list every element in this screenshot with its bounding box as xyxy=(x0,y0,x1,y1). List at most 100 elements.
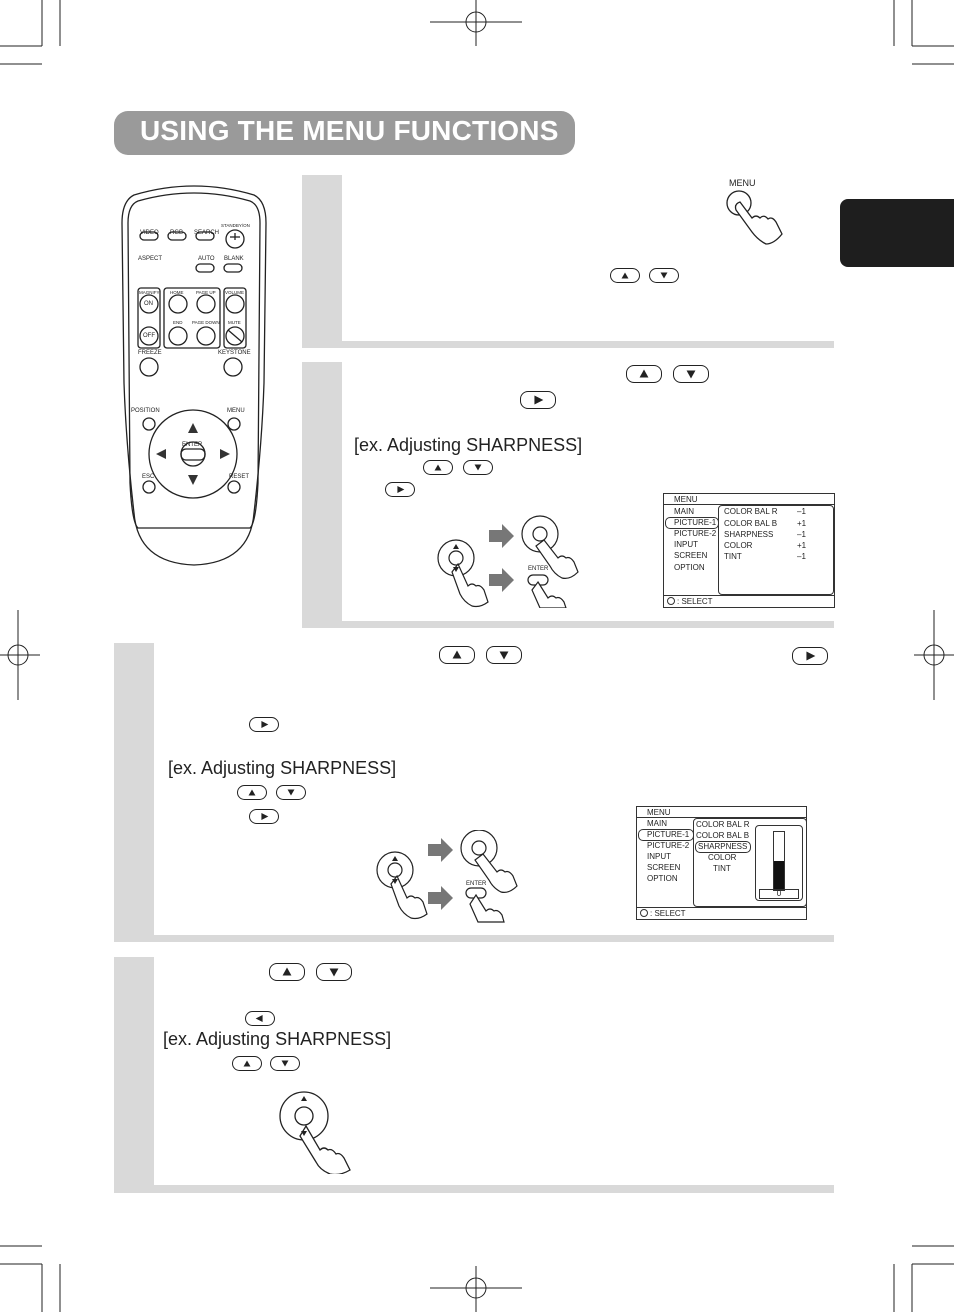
osd-item-screen: SCREEN xyxy=(674,551,708,560)
osd-sub-item: COLOR BAL B xyxy=(696,831,750,840)
up-arrow-button-icon xyxy=(610,268,640,283)
osd-gauge-fill xyxy=(774,861,784,890)
up-arrow-button-icon xyxy=(626,365,662,383)
down-arrow-button-icon xyxy=(316,963,352,981)
osd-sub-item: SHARPNESS xyxy=(698,842,748,851)
right-arrow-button-icon xyxy=(792,647,828,665)
remote-reset-label: RESET xyxy=(229,474,250,480)
osd-sub-item: COLOR BAL R xyxy=(696,820,750,829)
osd-sub-value: –1 xyxy=(797,530,806,539)
remote-aspect-label: ASPECT xyxy=(138,256,163,262)
remote-position-label: POSITION xyxy=(131,408,160,414)
osd-submenu-box xyxy=(718,505,834,595)
remote-on-label: ON xyxy=(144,301,153,307)
hand-press-cursor-illustration xyxy=(376,830,518,923)
enter-label: ENTER xyxy=(466,881,487,887)
down-arrow-button-icon xyxy=(649,268,679,283)
osd-gauge-track xyxy=(773,831,785,891)
osd-item-screen: SCREEN xyxy=(647,863,681,872)
remote-page-up-label: PAGE UP xyxy=(196,290,216,295)
up-arrow-button-icon xyxy=(423,460,453,475)
remote-page-down-label: PAGE DOWN xyxy=(192,320,220,325)
osd-sub-item: COLOR xyxy=(724,541,753,550)
osd-sub-value: –1 xyxy=(797,552,806,561)
osd-item-picture-1: PICTURE-1 xyxy=(674,518,717,527)
up-arrow-button-icon xyxy=(269,963,305,981)
osd-item-main: MAIN xyxy=(647,819,667,828)
remote-home-label: HOME xyxy=(170,290,184,295)
osd-sub-value: +1 xyxy=(797,541,807,550)
right-arrow-button-icon xyxy=(520,391,556,409)
osd-footer: : SELECT xyxy=(650,909,686,918)
remote-esc-label: ESC xyxy=(142,474,155,480)
osd-item-option: OPTION xyxy=(647,874,678,883)
step-4-example-label: [ex. Adjusting SHARPNESS] xyxy=(163,1029,392,1049)
osd-sub-value: –1 xyxy=(797,507,806,516)
osd-sub-item: SHARPNESS xyxy=(724,530,774,539)
remote-keystone-label: KEYSTONE xyxy=(218,350,251,356)
up-arrow-button-icon xyxy=(439,646,475,664)
left-arrow-button-icon xyxy=(245,1011,275,1026)
down-arrow-button-icon xyxy=(276,785,306,800)
osd-submenu-box xyxy=(693,818,807,907)
remote-video-label: VIDEO xyxy=(140,230,159,236)
select-icon xyxy=(640,909,648,917)
down-arrow-button-icon xyxy=(270,1056,300,1071)
down-arrow-button-icon xyxy=(463,460,493,475)
remote-end-label: END xyxy=(173,320,183,325)
remote-control-illustration xyxy=(121,185,267,566)
step-2-example-label: [ex. Adjusting SHARPNESS] xyxy=(354,435,583,455)
osd-header: MENU xyxy=(674,495,698,504)
right-arrow-button-icon xyxy=(385,482,415,497)
page-title-banner: USING THE MENU FUNCTIONS xyxy=(114,111,575,155)
remote-standby-label: STANDBY/ON xyxy=(221,223,250,228)
osd-menu-preview: MENU MAIN PICTURE-1 PICTURE-2 INPUT SCRE… xyxy=(663,493,835,608)
step-3-example-label: [ex. Adjusting SHARPNESS] xyxy=(168,758,397,778)
remote-menu-label: MENU xyxy=(227,408,245,414)
osd-item-input: INPUT xyxy=(647,852,671,861)
up-arrow-button-icon xyxy=(237,785,267,800)
osd-sub-item: TINT xyxy=(724,552,742,561)
enter-label: ENTER xyxy=(528,566,549,572)
down-arrow-button-icon xyxy=(673,365,709,383)
remote-off-label: OFF xyxy=(143,333,155,339)
step-4-panel xyxy=(114,957,834,1193)
page-title: USING THE MENU FUNCTIONS xyxy=(140,115,559,146)
osd-item-picture-1: PICTURE-1 xyxy=(647,830,690,839)
osd-gauge-frame xyxy=(755,825,803,901)
remote-search-label: SEARCH xyxy=(194,230,220,236)
hand-press-cursor-down-icon xyxy=(279,1091,351,1174)
osd-item-option: OPTION xyxy=(674,563,705,572)
up-arrow-button-icon xyxy=(232,1056,262,1071)
remote-magnify-label: MAGNIFY xyxy=(139,290,160,295)
select-icon xyxy=(667,597,675,605)
down-arrow-button-icon xyxy=(486,646,522,664)
remote-mute-label: MUTE xyxy=(228,320,241,325)
osd-sub-item: COLOR BAL R xyxy=(724,507,778,516)
osd-footer: : SELECT xyxy=(677,597,713,606)
section-tab-marker xyxy=(840,199,954,267)
right-arrow-button-icon xyxy=(249,809,279,824)
remote-enter-label: ENTER xyxy=(182,442,203,448)
remote-auto-label: AUTO xyxy=(198,256,215,262)
osd-sub-value: +1 xyxy=(797,519,807,528)
hand-press-cursor-illustration xyxy=(437,515,579,608)
osd-sub-highlight xyxy=(695,841,751,853)
osd-sub-item: COLOR xyxy=(708,853,737,862)
menu-button-label: MENU xyxy=(729,178,756,188)
hand-press-menu-icon xyxy=(726,190,783,245)
osd-item-input: INPUT xyxy=(674,540,698,549)
osd-sub-item: TINT xyxy=(713,864,731,873)
osd-item-main: MAIN xyxy=(674,507,694,516)
osd-menu-gauge-preview: MENU MAIN PICTURE-1 PICTURE-2 INPUT SCRE… xyxy=(636,806,807,920)
remote-blank-label: BLANK xyxy=(224,256,244,262)
osd-header: MENU xyxy=(647,808,671,817)
remote-volume-label: VOLUME xyxy=(225,290,245,295)
osd-item-picture-2: PICTURE-2 xyxy=(674,529,717,538)
remote-freeze-label: FREEZE xyxy=(138,350,162,356)
remote-rgb-label: RGB xyxy=(170,230,184,236)
osd-gauge-value: 0 xyxy=(759,889,799,899)
osd-sub-item: COLOR BAL B xyxy=(724,519,778,528)
osd-item-picture-2: PICTURE-2 xyxy=(647,841,690,850)
